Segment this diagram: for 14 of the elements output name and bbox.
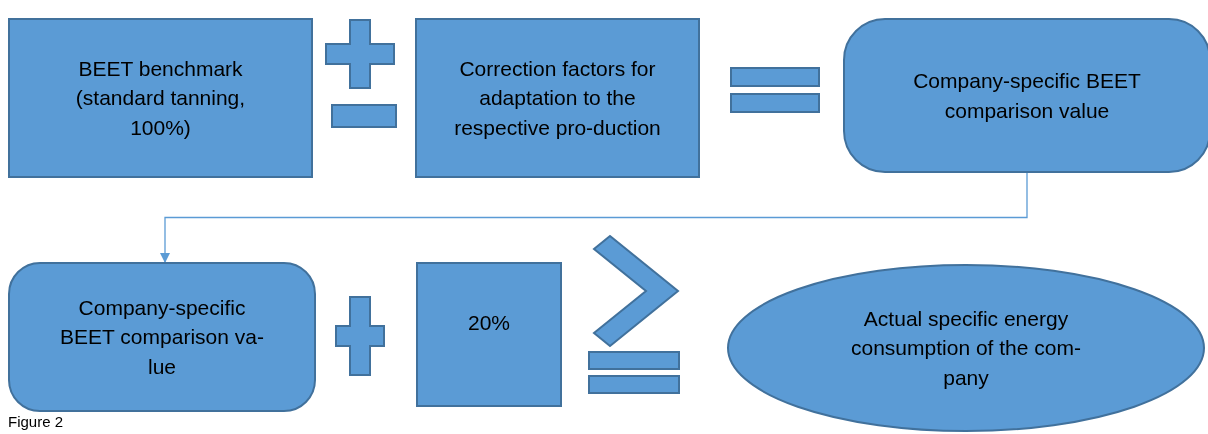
process-box	[415, 18, 700, 178]
process-box	[416, 262, 562, 407]
node-text: Company-specific BEET comparison value	[912, 68, 1142, 124]
figure-caption: Figure 2	[8, 413, 64, 431]
node-text: Actual specific energy consumption of the com-pany	[850, 305, 1082, 391]
connector-arrow	[160, 172, 1028, 263]
node-text: BEET benchmark (standard tanning, 100%)	[74, 55, 247, 141]
ellipse-node	[727, 264, 1205, 432]
process-box	[8, 18, 313, 178]
rounded-box	[843, 18, 1208, 173]
rounded-box	[8, 262, 316, 412]
node-text: 20%	[468, 310, 510, 336]
node-text: Company-specific BEET comparison va-lue	[59, 294, 265, 380]
node-text: Correction factors for adaptation to the respective pro-duction	[453, 55, 662, 141]
